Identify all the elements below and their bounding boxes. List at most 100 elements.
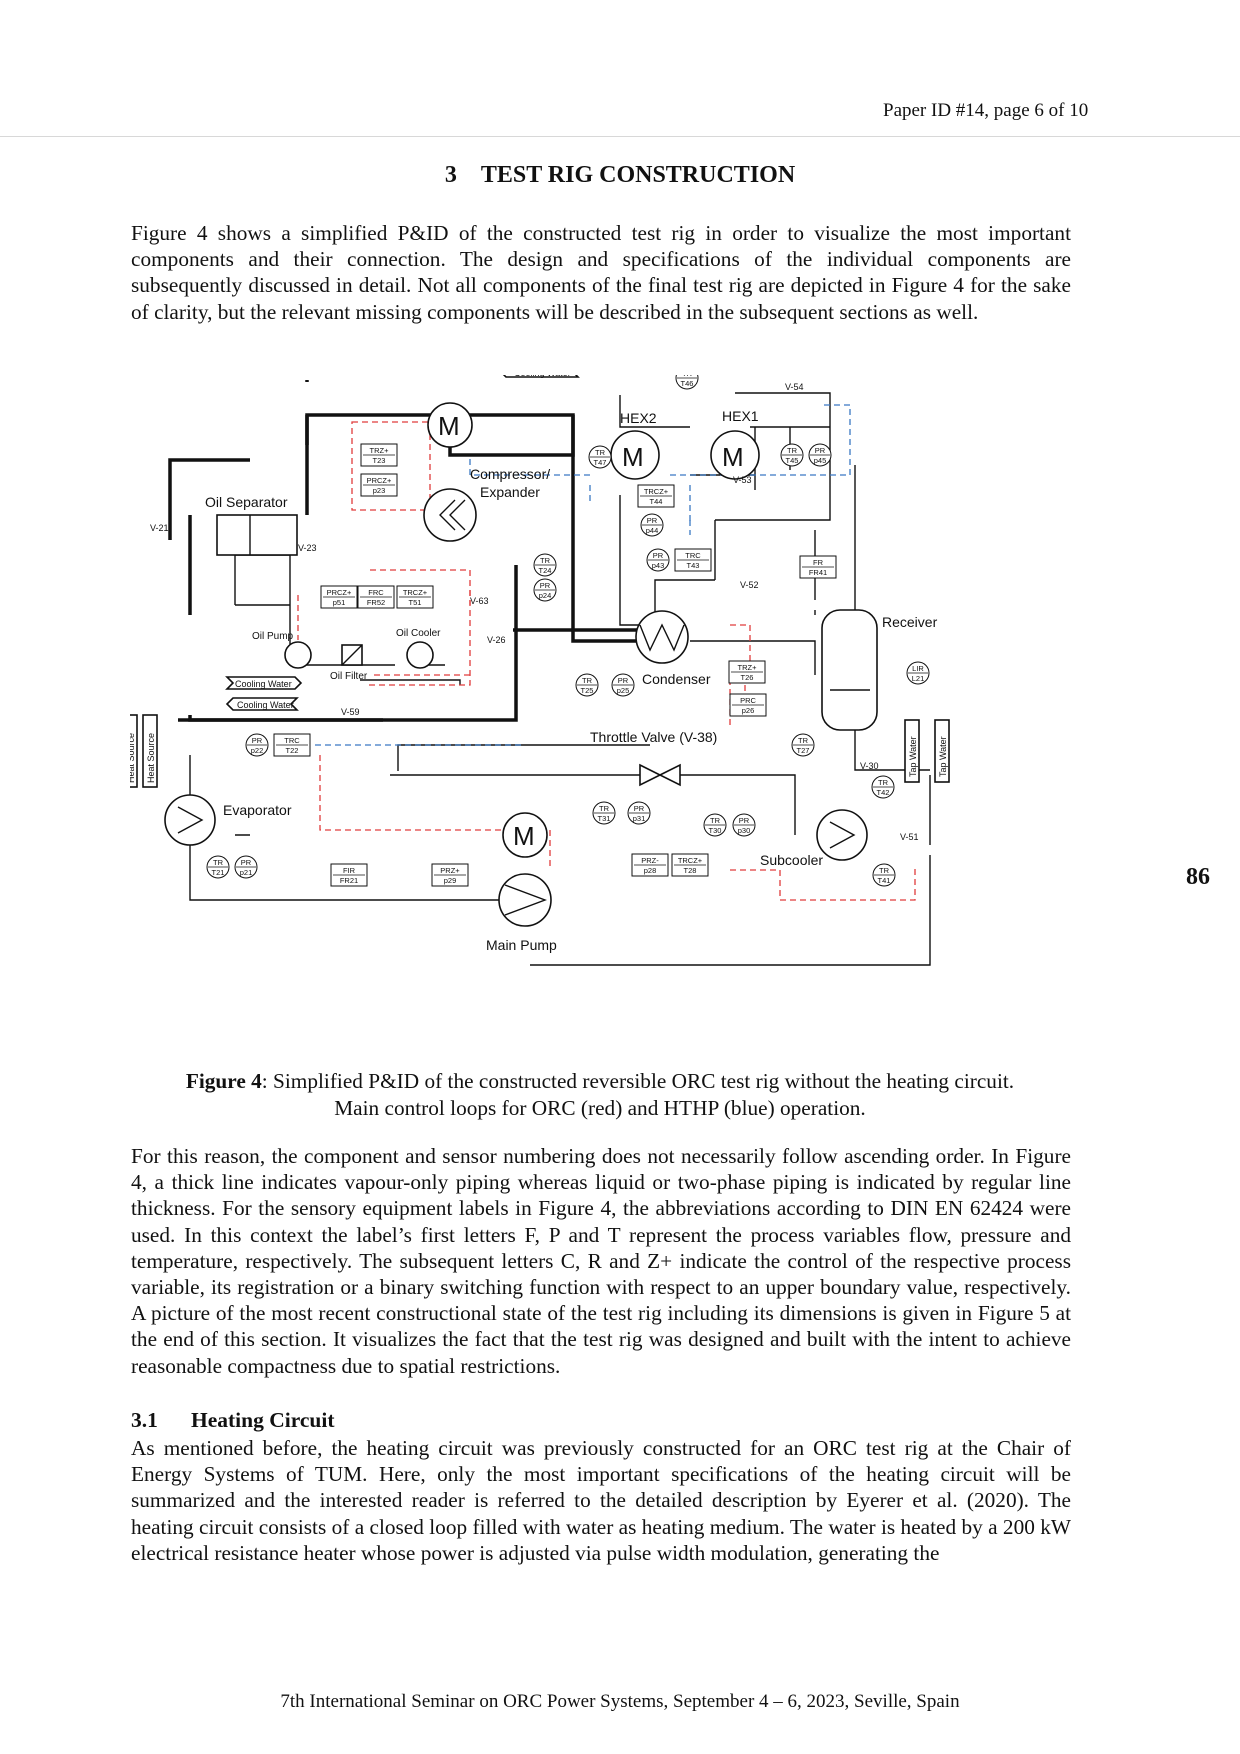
instrument-id: FR52 [367, 598, 385, 607]
instrument-id: T23 [373, 456, 386, 465]
cooling-water-oil: Cooling Water Cooling Water [225, 676, 303, 711]
heat-source-tags: Heat Source Heat Source [130, 714, 158, 788]
instrument-tag: TR [582, 676, 593, 685]
svg-text:Expander: Expander [480, 484, 540, 500]
instrument-tag: TRZ+ [370, 446, 390, 455]
caption-line1: : Simplified P&ID of the constructed rev… [261, 1069, 1015, 1093]
instrument-id: T45 [786, 456, 799, 465]
svg-text:M: M [722, 442, 744, 472]
throttle-valve: Throttle Valve (V-38) [590, 729, 717, 787]
condenser: Condenser [635, 610, 711, 687]
svg-text:Main Pump: Main Pump [486, 937, 557, 953]
instrument-id: p31 [633, 814, 646, 823]
instrument-bubble: PRZ-p28 [631, 853, 669, 877]
instrument-id: T27 [797, 746, 810, 755]
svg-text:Receiver: Receiver [882, 614, 938, 630]
valve-label: V-30 [860, 761, 879, 771]
instrument-id: T22 [286, 746, 299, 755]
instrument-id: T30 [709, 826, 722, 835]
hex1: M HEX1 [710, 408, 760, 480]
instrument-id: T44 [650, 497, 663, 506]
svg-text:Oil Separator: Oil Separator [205, 494, 288, 510]
instrument-id: T25 [581, 686, 594, 695]
instrument-tag: PRCZ+ [367, 476, 392, 485]
instrument-tag: PR [241, 858, 252, 867]
instrument-id: T31 [598, 814, 611, 823]
instrument-id: p45 [814, 456, 827, 465]
valve-label: V-63 [470, 596, 489, 606]
instrument-bubble: TRZ+T23 [360, 443, 398, 467]
valve-label: V-23 [298, 543, 317, 553]
subcooler: Subcooler [760, 809, 868, 868]
instrument-id: FR41 [809, 568, 827, 577]
instrument-tag: PR [739, 816, 750, 825]
instrument-tag: PR [252, 736, 263, 745]
svg-text:Throttle Valve (V-38): Throttle Valve (V-38) [590, 729, 717, 745]
svg-text:Heat Source: Heat Source [146, 733, 156, 783]
instrument-tag: TRCZ+ [403, 588, 428, 597]
instrument-id: p21 [240, 868, 253, 877]
instrument-tag: TR [595, 448, 606, 457]
svg-text:Heat Source: Heat Source [130, 733, 136, 783]
svg-text:Condenser: Condenser [642, 671, 711, 687]
header-rule [0, 136, 1240, 137]
instrument-id: p25 [617, 686, 630, 695]
valve-label: V-52 [740, 580, 759, 590]
caption-label: Figure 4 [185, 1069, 262, 1093]
instrument-tag: TR [540, 556, 551, 565]
figure-caption: Figure 4: Simplified P&ID of the constru… [140, 1068, 1060, 1121]
instrument-bubble: TRCZ+T28 [671, 853, 709, 877]
pid-diagram: .t{font-size:14px;fill:#111;} .s{font-si… [130, 375, 950, 966]
instrument-id: p51 [333, 598, 346, 607]
instrument-bubble: TRZ+T26 [728, 660, 766, 684]
valve-labels: V-21V-23V-63V-26V-59V-54V-53V-52V-30V-51 [150, 382, 919, 842]
main-pump: M Main Pump [486, 812, 557, 953]
oil-pump: Oil Pump [252, 631, 312, 669]
instrument-id: T24 [539, 566, 552, 575]
section-number: 3 [444, 162, 457, 188]
svg-text:Cooling Water: Cooling Water [514, 375, 571, 378]
instrument-bubbles: TRZ+T23PRCZ+p23PRCZ+p51FRCFR52TRCZ+T51TR… [206, 375, 930, 887]
instrument-id: T51 [409, 598, 422, 607]
valve-label: V-51 [900, 832, 919, 842]
evaporator: Evaporator [164, 794, 292, 846]
oil-separator: Oil Separator [205, 494, 298, 556]
valve-label: V-54 [785, 382, 804, 392]
instrument-bubble: PRZ+p29 [431, 863, 469, 887]
heating-circuit-paragraph: As mentioned before, the heating circuit… [131, 1436, 1071, 1565]
instrument-id: p23 [373, 486, 386, 495]
svg-text:Oil Pump: Oil Pump [252, 631, 294, 642]
receiver: Receiver [821, 609, 938, 731]
valve-label: V-21 [150, 523, 169, 533]
svg-text:Subcooler: Subcooler [760, 852, 823, 868]
instrument-id: p43 [652, 561, 665, 570]
instrument-id: p24 [539, 591, 552, 600]
valve-label: V-26 [487, 635, 506, 645]
notation-paragraph: For this reason, the component and senso… [131, 1144, 1071, 1378]
oil-filter: Oil Filter [330, 644, 368, 682]
svg-text:M: M [513, 821, 535, 851]
instrument-tag: PRZ- [641, 856, 659, 865]
instrument-bubble: TRCZ+T51 [396, 585, 434, 609]
valve-label: V-59 [341, 707, 360, 717]
instrument-tag: TRC [685, 551, 701, 560]
instrument-bubble: PRCZ+p23 [360, 473, 398, 497]
tap-water-tags: Tap Water Tap Water [904, 719, 950, 783]
